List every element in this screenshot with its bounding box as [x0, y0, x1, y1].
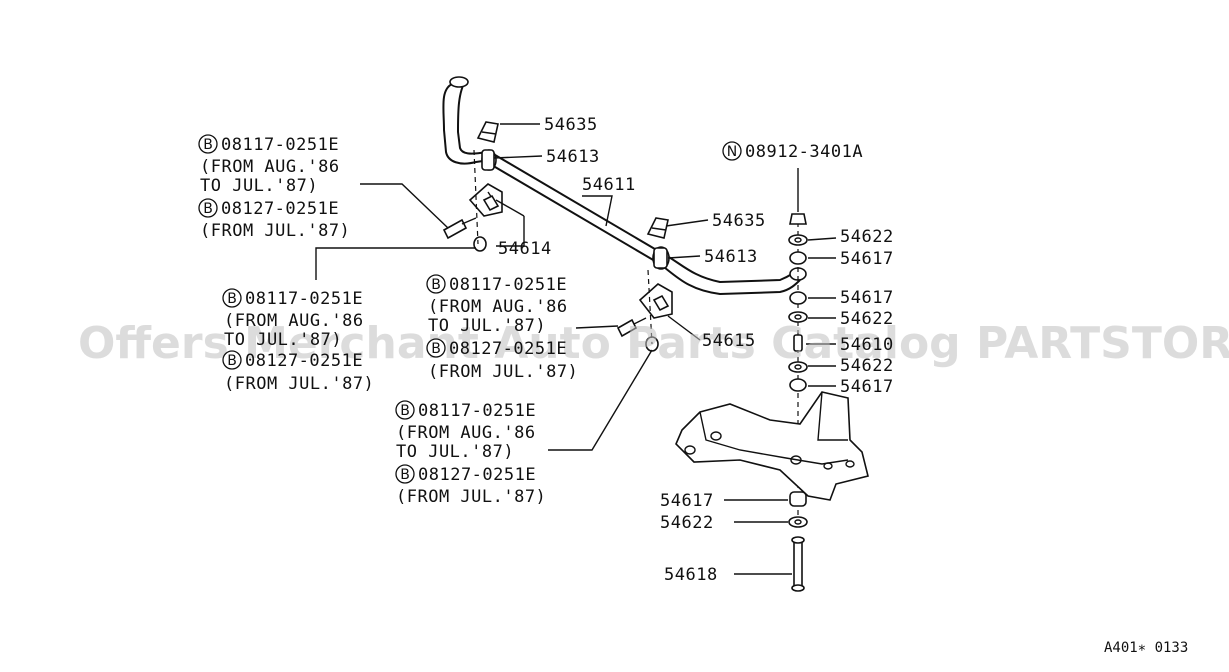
- bolt-note-date: (FROM JUL.'87): [200, 221, 350, 241]
- collar-54610[interactable]: [793, 334, 803, 352]
- bolt-note-date: (FROM JUL.'87): [396, 487, 546, 507]
- callout-54613-mid[interactable]: 54613: [704, 247, 758, 267]
- bushing-54617-d[interactable]: [789, 491, 807, 507]
- clamp-54635-top[interactable]: [476, 121, 499, 143]
- bolt-note-badge: B: [203, 201, 213, 217]
- bushing-54613-top[interactable]: [481, 149, 497, 171]
- bolt-note-badge: B: [431, 341, 441, 357]
- bolt-note-date: (FROM AUG.'86: [224, 311, 364, 331]
- leader-lines: [315, 123, 837, 575]
- callout-54622-a[interactable]: 54622: [840, 227, 894, 247]
- bolt-note-group-1: B 08117-0251E (FROM AUG.'86 TO JUL.'87) …: [198, 134, 350, 241]
- washer-54622-a[interactable]: [788, 234, 808, 246]
- bolt-note-date: (FROM JUL.'87): [224, 374, 374, 394]
- callout-54635-mid[interactable]: 54635: [712, 211, 766, 231]
- bolt-note-group-3: B 08117-0251E (FROM AUG.'86 TO JUL.'87) …: [426, 274, 578, 382]
- callout-54617-a[interactable]: 54617: [840, 249, 894, 269]
- bolt-note-date: (FROM JUL.'87): [428, 362, 578, 382]
- callout-54617-d[interactable]: 54617: [660, 491, 714, 511]
- bolt-note-code[interactable]: 08117-0251E: [449, 275, 567, 295]
- bolt-note-code[interactable]: 08127-0251E: [418, 465, 536, 485]
- bushing-54613-mid[interactable]: [652, 246, 670, 270]
- bracket-54615[interactable]: [638, 283, 673, 319]
- bolt-note-code[interactable]: 08127-0251E: [245, 351, 363, 371]
- bolt-note-badge: B: [227, 353, 237, 369]
- bolt-note-date: TO JUL.'87): [200, 176, 318, 196]
- bolt-note-date: (FROM AUG.'86: [200, 157, 340, 177]
- bolt-note-date: (FROM AUG.'86: [396, 423, 536, 443]
- callout-54622-b[interactable]: 54622: [840, 309, 894, 329]
- callout-54611[interactable]: 54611: [582, 175, 636, 195]
- bolt-note-date: TO JUL.'87): [224, 330, 342, 350]
- figure-reference: A401∗ 0133: [1104, 640, 1188, 656]
- callout-54615[interactable]: 54615: [702, 331, 756, 351]
- nut-note-badge: N: [727, 144, 737, 160]
- nut-note-code[interactable]: 08912-3401A: [745, 142, 863, 162]
- callout-54617-b[interactable]: 54617: [840, 288, 894, 308]
- washer-54622-c[interactable]: [788, 361, 808, 373]
- bolt-note-date: TO JUL.'87): [428, 316, 546, 336]
- bolt-54618[interactable]: [791, 536, 805, 592]
- callout-54613-top[interactable]: 54613: [546, 147, 600, 167]
- callout-54610[interactable]: 54610: [840, 335, 894, 355]
- bracket-54614[interactable]: [468, 183, 503, 217]
- bolt-note-date: TO JUL.'87): [396, 442, 514, 462]
- callout-54635-top[interactable]: 54635: [544, 115, 598, 135]
- callout-54617-c[interactable]: 54617: [840, 377, 894, 397]
- watermark: Offers Merchant Auto Parts Catalog PARTS…: [78, 318, 1229, 369]
- callouts: 54635 54613 54611 54635 54613 54614 5461…: [498, 115, 894, 585]
- washer-54622-b[interactable]: [788, 311, 808, 323]
- callout-54622-c[interactable]: 54622: [840, 356, 894, 376]
- bolt-note-badge: B: [203, 137, 213, 153]
- bolt-note-code[interactable]: 08127-0251E: [221, 199, 339, 219]
- bushing-54617-c[interactable]: [789, 378, 807, 392]
- bolt-note-date: (FROM AUG.'86: [428, 297, 568, 317]
- bolt-note-badge: B: [400, 403, 410, 419]
- bushing-54617-b[interactable]: [789, 291, 807, 305]
- bolt-note-code[interactable]: 08117-0251E: [245, 289, 363, 309]
- bolt-note-group-2: B 08117-0251E (FROM AUG.'86 TO JUL.'87) …: [222, 288, 374, 394]
- bolt-note-badge: B: [227, 291, 237, 307]
- callout-54618[interactable]: 54618: [664, 565, 718, 585]
- bolt-note-group-4: B 08117-0251E (FROM AUG.'86 TO JUL.'87) …: [395, 400, 546, 507]
- bolt-left[interactable]: [442, 217, 477, 240]
- nut-left[interactable]: [473, 236, 487, 252]
- callout-54614[interactable]: 54614: [498, 239, 552, 259]
- nut-note: N 08912-3401A: [722, 141, 863, 162]
- bolt-mid[interactable]: [616, 317, 647, 338]
- bolt-note-badge: B: [400, 467, 410, 483]
- stabilizer-bar[interactable]: [442, 76, 807, 296]
- callout-54622-d[interactable]: 54622: [660, 513, 714, 533]
- washer-54622-d[interactable]: [788, 516, 808, 528]
- clamp-54635-mid[interactable]: [646, 217, 669, 239]
- bolt-note-badge: B: [431, 277, 441, 293]
- crossmember: [675, 391, 869, 501]
- bushing-54617-a[interactable]: [789, 251, 807, 265]
- bolt-note-code[interactable]: 08117-0251E: [418, 401, 536, 421]
- nut-08912[interactable]: [789, 213, 807, 225]
- bolt-note-code[interactable]: 08127-0251E: [449, 339, 567, 359]
- bolt-note-code[interactable]: 08117-0251E: [221, 135, 339, 155]
